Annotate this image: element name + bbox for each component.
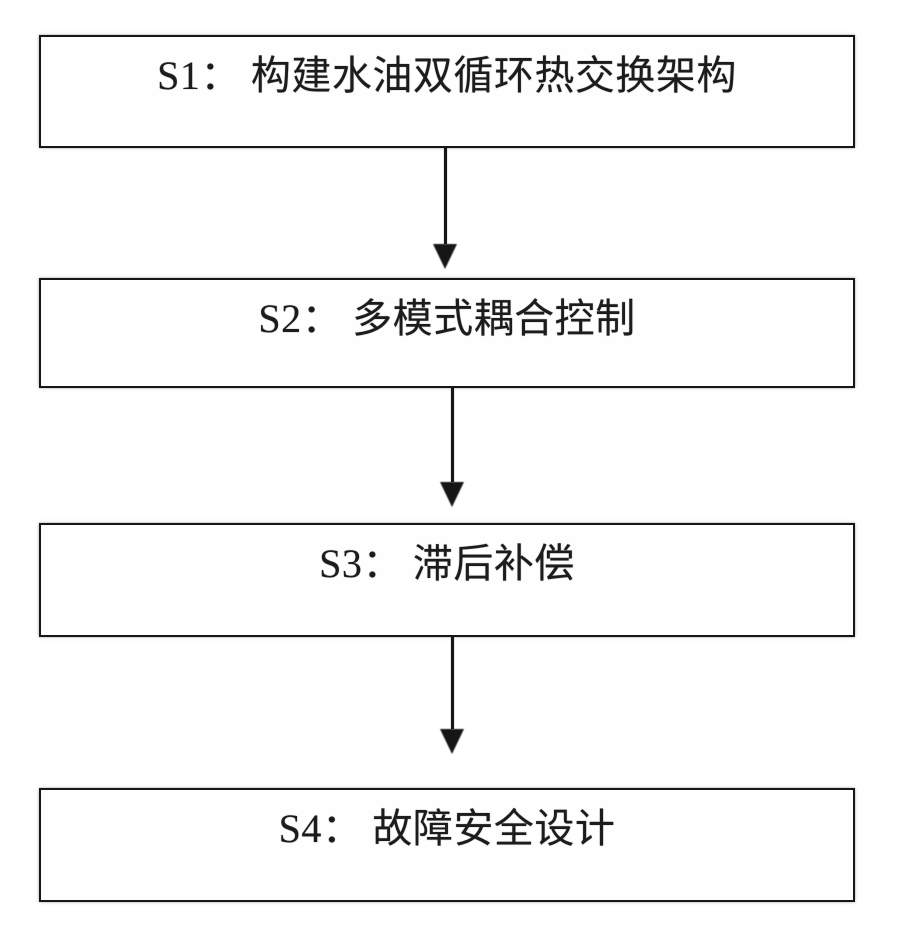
flow-step-s2-text: S2：多模式耦合控制 — [258, 295, 635, 343]
step-title: 滞后补偿 — [412, 541, 575, 586]
step-title: 故障安全设计 — [372, 806, 616, 851]
arrow-line — [443, 148, 447, 244]
arrow-line — [450, 637, 454, 729]
flow-step-s3-text: S3：滞后补偿 — [319, 540, 575, 588]
flow-step-s4-text: S4：故障安全设计 — [279, 805, 616, 853]
arrow-head-icon — [440, 482, 464, 507]
flow-step-s1: S1：构建水油双循环热交换架构 — [39, 35, 855, 148]
arrow-head-icon — [440, 729, 464, 754]
step-label: S3： — [319, 541, 403, 586]
step-label: S1： — [157, 53, 241, 98]
flow-step-s1-text: S1：构建水油双循环热交换架构 — [157, 52, 737, 100]
arrow-line — [450, 388, 454, 482]
arrow-head-icon — [433, 244, 457, 269]
down-arrow-s2-to-s3 — [439, 388, 465, 507]
down-arrow-s1-to-s2 — [432, 148, 458, 269]
step-title: 多模式耦合控制 — [352, 296, 636, 341]
step-label: S2： — [258, 296, 343, 341]
flow-step-s4: S4：故障安全设计 — [39, 788, 855, 902]
step-title: 构建水油双循环热交换架构 — [250, 53, 737, 98]
step-label: S4： — [278, 806, 363, 851]
flow-step-s3: S3：滞后补偿 — [39, 523, 855, 637]
flow-step-s2: S2：多模式耦合控制 — [39, 278, 855, 388]
down-arrow-s3-to-s4 — [439, 637, 465, 754]
